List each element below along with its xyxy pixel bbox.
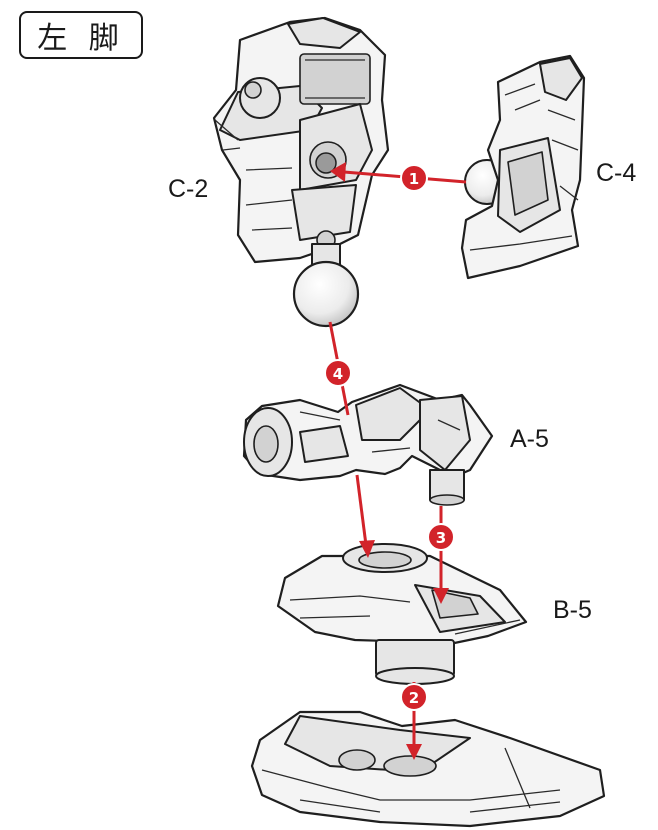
step-badge-3: 3 xyxy=(428,524,454,550)
step-badge-1: 1 xyxy=(401,165,427,191)
label-c4: C-4 xyxy=(596,159,636,187)
part-b5 xyxy=(278,544,526,684)
part-a5 xyxy=(244,385,492,505)
step-number-4: 4 xyxy=(333,365,343,383)
step-badge-2: 2 xyxy=(401,684,427,710)
step-number-3: 3 xyxy=(436,529,446,547)
step-number-1: 1 xyxy=(409,170,419,188)
step-number-2: 2 xyxy=(409,689,419,707)
step-badge-4: 4 xyxy=(325,360,351,386)
label-a5: A-5 xyxy=(510,425,549,453)
label-b5: B-5 xyxy=(553,596,592,624)
part-c4 xyxy=(462,56,584,278)
part-foot xyxy=(252,712,604,826)
label-c2: C-2 xyxy=(168,175,208,203)
arrow-step-4-lower xyxy=(357,475,366,545)
